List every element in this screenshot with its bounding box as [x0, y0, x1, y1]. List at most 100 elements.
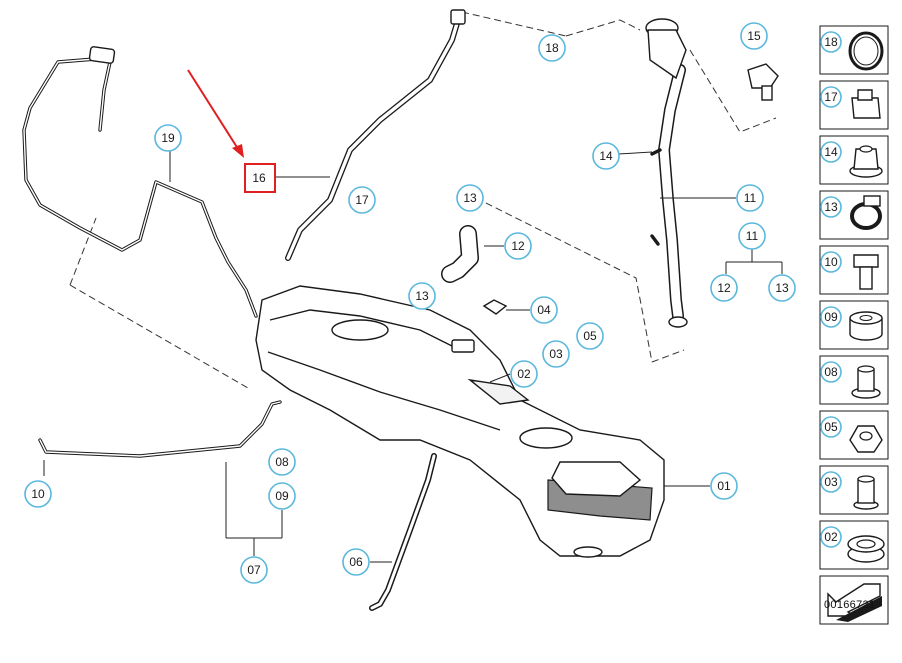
leader-lines [43, 150, 783, 563]
svg-text:11: 11 [744, 191, 757, 205]
callout-07[interactable]: 07 [240, 556, 268, 584]
legend-callout: 10 [820, 251, 842, 273]
sleeve-icon [853, 475, 879, 510]
callout-02[interactable]: 02 [510, 360, 538, 388]
legend-callout: 18 [820, 31, 842, 53]
filler-neck-11[interactable] [645, 18, 688, 328]
fuel-line-19[interactable] [22, 46, 258, 318]
callout-12-group[interactable]: 12 [710, 274, 738, 302]
callout-08[interactable]: 08 [268, 448, 296, 476]
legend-number: 03 [824, 475, 838, 489]
collar-nut-icon [849, 145, 883, 178]
legend-item-10[interactable]: 10 [819, 245, 889, 295]
svg-text:10: 10 [31, 487, 45, 501]
diagram-code: 00166721 [824, 599, 876, 611]
legend-item-09[interactable]: 09 [819, 300, 889, 350]
legend-number: 14 [824, 145, 838, 159]
legend-item-17[interactable]: 17 [819, 80, 889, 130]
highlight-arrow [187, 69, 244, 158]
callout-13-group[interactable]: 13 [768, 274, 796, 302]
legend-callout: 03 [820, 471, 842, 493]
callout-11-group[interactable]: 11 [738, 222, 766, 250]
callout-10[interactable]: 10 [24, 480, 52, 508]
legend-number: 02 [824, 530, 838, 544]
svg-text:03: 03 [549, 347, 563, 361]
svg-text:19: 19 [161, 131, 175, 145]
strap-06[interactable] [369, 453, 437, 611]
svg-text:09: 09 [275, 489, 289, 503]
bolt-icon [853, 254, 879, 290]
filler-cap-15[interactable] [747, 63, 779, 101]
legend-item-13[interactable]: 13 [819, 190, 889, 240]
svg-text:18: 18 [545, 41, 559, 55]
fuel-tank-01[interactable] [255, 285, 665, 558]
parts-legend: 18 17 14 13 10 09 08 05 03 02 [819, 25, 889, 625]
legend-number: 08 [824, 365, 838, 379]
dashed-group-lines [69, 11, 777, 389]
svg-text:12: 12 [511, 239, 525, 253]
legend-callout: 05 [820, 416, 842, 438]
vent-hose-17[interactable] [285, 9, 466, 261]
legend-callout: 17 [820, 86, 842, 108]
callout-09[interactable]: 09 [268, 482, 296, 510]
svg-text:15: 15 [747, 29, 761, 43]
o-ring-icon [848, 31, 884, 71]
bushing-icon [851, 365, 881, 399]
legend-callout: 09 [820, 306, 842, 328]
legend-number: 17 [824, 90, 838, 104]
legend-item-18[interactable]: 18 [819, 25, 889, 75]
legend-number: 09 [824, 310, 838, 324]
legend-number: 18 [824, 35, 838, 49]
pad-04[interactable] [482, 299, 508, 315]
legend-callout: 13 [820, 196, 842, 218]
callout-03[interactable]: 03 [542, 340, 570, 368]
legend-number: 10 [824, 255, 838, 269]
svg-text:08: 08 [275, 455, 289, 469]
bracket-07[interactable] [38, 400, 282, 458]
hex-nut-icon [849, 425, 883, 453]
callout-17[interactable]: 17 [348, 186, 376, 214]
elbow-hose-12[interactable] [441, 225, 479, 283]
svg-text:11: 11 [746, 229, 759, 243]
callout-13-top[interactable]: 13 [456, 184, 484, 212]
callout-15[interactable]: 15 [740, 22, 768, 50]
direction-arrow-cell [819, 575, 889, 625]
callout-16-highlight-box[interactable]: 16 [244, 163, 276, 193]
callout-05[interactable]: 05 [576, 322, 604, 350]
clip-icon [851, 89, 881, 119]
legend-item-08[interactable]: 08 [819, 355, 889, 405]
hose-clamp-icon [850, 195, 882, 230]
callout-19[interactable]: 19 [154, 124, 182, 152]
svg-text:05: 05 [583, 329, 597, 343]
svg-text:16: 16 [252, 171, 266, 185]
svg-text:07: 07 [247, 563, 261, 577]
callout-06[interactable]: 06 [342, 548, 370, 576]
callout-18[interactable]: 18 [538, 34, 566, 62]
svg-text:13: 13 [775, 281, 789, 295]
legend-item-03[interactable]: 03 [819, 465, 889, 515]
svg-text:13: 13 [415, 289, 429, 303]
legend-callout: 14 [820, 141, 842, 163]
legend-item-02[interactable]: 02 [819, 520, 889, 570]
svg-text:12: 12 [717, 281, 731, 295]
rubber-mount-icon [847, 535, 885, 563]
svg-text:06: 06 [349, 555, 363, 569]
legend-item-14[interactable]: 14 [819, 135, 889, 185]
callout-11-neck[interactable]: 11 [736, 184, 764, 212]
callout-12-hose[interactable]: 12 [504, 232, 532, 260]
legend-number: 05 [824, 420, 838, 434]
svg-text:17: 17 [355, 193, 369, 207]
svg-text:01: 01 [717, 479, 731, 493]
callout-14[interactable]: 14 [592, 142, 620, 170]
callout-01[interactable]: 01 [710, 472, 738, 500]
legend-number: 13 [824, 200, 838, 214]
svg-text:02: 02 [517, 367, 531, 381]
svg-text:14: 14 [599, 149, 613, 163]
callout-04[interactable]: 04 [530, 296, 558, 324]
callout-13-tank[interactable]: 13 [408, 282, 436, 310]
svg-text:13: 13 [463, 191, 477, 205]
legend-callout: 08 [820, 361, 842, 383]
legend-callout: 02 [820, 526, 842, 548]
legend-item-05[interactable]: 05 [819, 410, 889, 460]
